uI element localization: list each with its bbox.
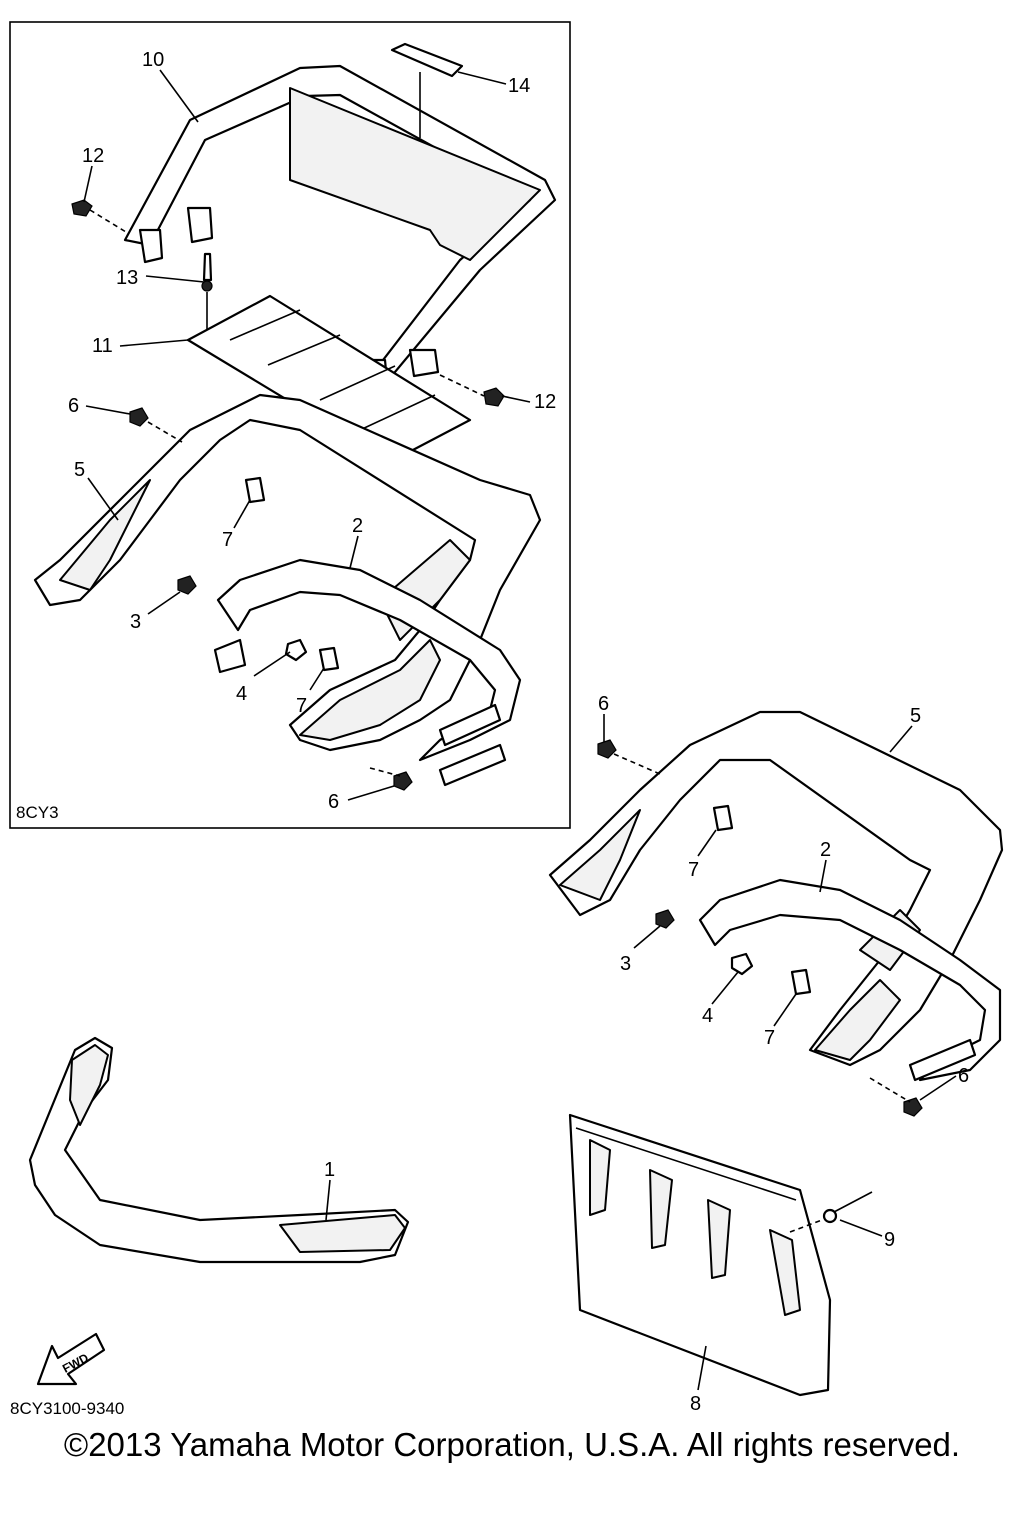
part-12-bolt-right: [439, 374, 505, 407]
part-6-bolt-inset-bottom: [393, 771, 413, 791]
part-13-pin: [201, 252, 213, 330]
callout-7-main-top: 7: [688, 859, 699, 881]
leader-lines: [83, 69, 957, 1391]
callout-7-inset-bottom: 7: [296, 695, 307, 717]
fwd-arrow-icon: FWD: [36, 1332, 106, 1386]
part-7-clip-main-top: [712, 804, 734, 832]
part-4-nut-main: [730, 952, 754, 976]
callout-7-main-bottom: 7: [764, 1027, 775, 1049]
callout-8: 8: [690, 1393, 701, 1415]
callout-4-main: 4: [702, 1005, 713, 1027]
parts-diagram: FWD 10 14 12 13 11 12 6 5 7 2 3 4: [9, 21, 1004, 1418]
callout-2-main: 2: [820, 839, 831, 861]
part-6-bolt-inset-top: [129, 407, 149, 427]
part-7-clip-main-bottom: [790, 968, 812, 996]
callout-11: 11: [92, 335, 113, 357]
callout-5-main: 5: [910, 705, 921, 727]
part-3-nut-inset: [177, 575, 197, 595]
part-7-clip-inset-top: [244, 476, 266, 504]
callout-6-main-top: 6: [598, 693, 609, 715]
callout-6-main-bottom: 6: [958, 1065, 969, 1087]
callout-13: 13: [116, 267, 138, 289]
part-6-bolt-main-top: [597, 739, 617, 759]
part-1-bumper: [28, 1036, 410, 1264]
part-2-bracket-main: [698, 878, 1002, 1082]
copyright-notice: ©2013 Yamaha Motor Corporation, U.S.A. A…: [63, 1426, 961, 1463]
callout-9: 9: [884, 1229, 895, 1251]
diagram-code: 8CY3100-9340: [10, 1399, 124, 1418]
part-8-mudflap: [568, 1113, 832, 1397]
part-7-clip-inset-bottom: [318, 646, 340, 672]
callout-2-inset: 2: [352, 515, 363, 537]
part-11-plate: [186, 294, 472, 464]
part-14-label: [390, 42, 464, 78]
callout-14: 14: [508, 75, 530, 97]
callout-12-top: 12: [82, 145, 104, 167]
part-12-bolt-left: [71, 199, 127, 233]
callout-7-inset-top: 7: [222, 529, 233, 551]
part-3-nut-main: [655, 909, 675, 929]
part-9-rivet: [789, 1191, 873, 1233]
callout-12-right: 12: [534, 391, 556, 413]
callout-3-main: 3: [620, 953, 631, 975]
inset-frame: [9, 21, 571, 829]
callout-5-inset: 5: [74, 459, 85, 481]
inset-code: 8CY3: [16, 803, 59, 822]
part-2-bracket-inset: [213, 558, 522, 787]
part-6-bolt-main-bottom: [903, 1097, 923, 1117]
callout-4-inset: 4: [236, 683, 247, 705]
callout-3-inset: 3: [130, 611, 141, 633]
callout-10: 10: [142, 49, 164, 71]
callout-6-inset-top: 6: [68, 395, 79, 417]
part-4-nut-inset: [284, 638, 308, 662]
callout-1: 1: [324, 1159, 335, 1181]
callout-6-inset-bottom: 6: [328, 791, 339, 813]
